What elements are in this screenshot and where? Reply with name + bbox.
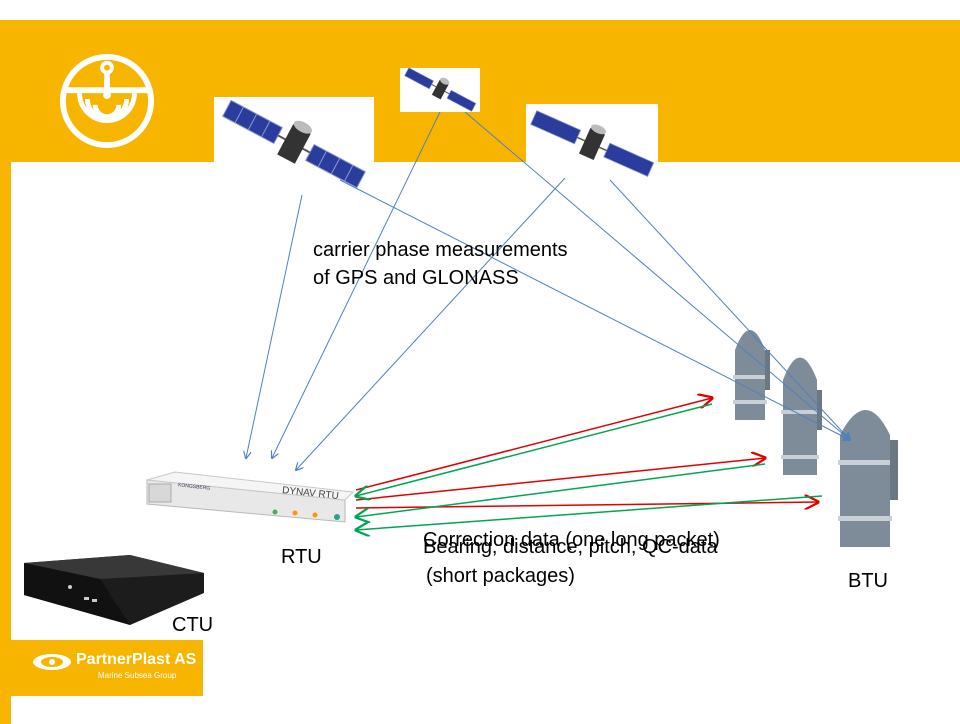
correction-arrows <box>355 398 818 508</box>
btu-transponders <box>733 330 898 547</box>
satellite-1 <box>214 97 374 192</box>
partnerplast-logo-icon <box>33 654 71 670</box>
left-stripe-divider <box>11 162 13 724</box>
satellite-2 <box>400 68 480 112</box>
correction-data-text: Correction data (one long packet) <box>423 529 720 551</box>
company-name: PartnerPlast AS <box>76 651 197 668</box>
ctu-unit-icon <box>24 555 204 625</box>
header-banner <box>0 20 960 162</box>
satellite-icon <box>530 110 655 177</box>
satellite-icon <box>404 68 477 112</box>
satellite-3 <box>526 104 658 184</box>
gps-caption: carrier phase measurements of GPS and GL… <box>313 236 568 292</box>
data-arrows <box>356 403 823 530</box>
satellite-icon <box>221 99 367 189</box>
ctu-label: CTU <box>172 614 214 636</box>
company-tagline: Marine Subsea Group <box>98 671 177 680</box>
rtu-label: RTU <box>281 546 322 568</box>
rtu-unit-icon <box>146 471 355 523</box>
gps-caption-line1: carrier phase measurements <box>313 239 568 261</box>
transponder-icon <box>838 410 898 547</box>
transponder-icon <box>781 357 822 475</box>
gps-caption-line2: of GPS and GLONASS <box>313 267 519 289</box>
footer-brand-box <box>0 640 203 696</box>
short-packages-text: (short packages) <box>426 565 575 587</box>
left-stripe <box>0 162 11 724</box>
bearing-data-text: Bearing, distance, pitch, QC-data <box>423 536 718 558</box>
company-logo-icon <box>59 53 155 149</box>
btu-label: BTU <box>848 570 888 592</box>
gps-lines <box>246 111 850 470</box>
